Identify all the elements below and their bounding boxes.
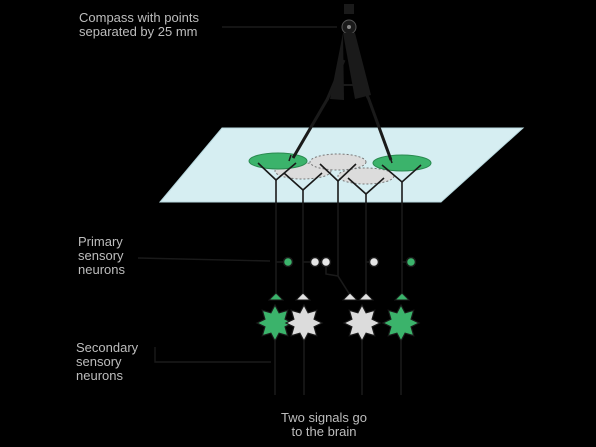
secondary-neuron-4 bbox=[381, 303, 421, 343]
receptive-field-5 bbox=[372, 154, 432, 172]
synaptic-terminals bbox=[267, 292, 411, 301]
compass-label: Compass with points separated by 25 mm bbox=[79, 11, 199, 39]
compass-label-line-2: separated by 25 mm bbox=[79, 24, 198, 39]
primary-neuron-2 bbox=[309, 256, 321, 268]
secondary-neuron-2 bbox=[284, 303, 324, 343]
secondary-neuron-3 bbox=[342, 303, 382, 343]
brain-label-line-1: Two signals go bbox=[281, 410, 367, 425]
primary-label-line-1: Primary bbox=[78, 234, 123, 249]
compass-icon bbox=[288, 4, 393, 164]
primary-neuron-1 bbox=[282, 256, 294, 268]
callout-lines bbox=[137, 26, 337, 363]
primary-label-line-2: sensory bbox=[78, 248, 124, 263]
output-axons bbox=[274, 341, 402, 395]
secondary-neurons-label: Secondary sensory neurons bbox=[76, 341, 138, 383]
secondary-label-line-1: Secondary bbox=[76, 340, 139, 355]
primary-neuron-5 bbox=[405, 256, 417, 268]
primary-label-line-3: neurons bbox=[78, 262, 125, 277]
secondary-label-line-3: neurons bbox=[76, 368, 123, 383]
secondary-label-line-2: sensory bbox=[76, 354, 122, 369]
brain-signal-label: Two signals go to the brain bbox=[281, 411, 367, 439]
receptive-field-3 bbox=[309, 153, 367, 171]
primary-neuron-4 bbox=[368, 256, 380, 268]
brain-label-line-2: to the brain bbox=[291, 424, 357, 439]
primary-neuron-bodies bbox=[276, 256, 417, 277]
primary-neuron-3 bbox=[320, 256, 332, 268]
primary-neurons-label: Primary sensory neurons bbox=[78, 235, 125, 277]
receptive-field-4 bbox=[337, 167, 395, 185]
secondary-neurons bbox=[255, 303, 421, 343]
compass-label-line-1: Compass with points bbox=[79, 10, 199, 25]
receptive-field-1 bbox=[248, 152, 308, 170]
